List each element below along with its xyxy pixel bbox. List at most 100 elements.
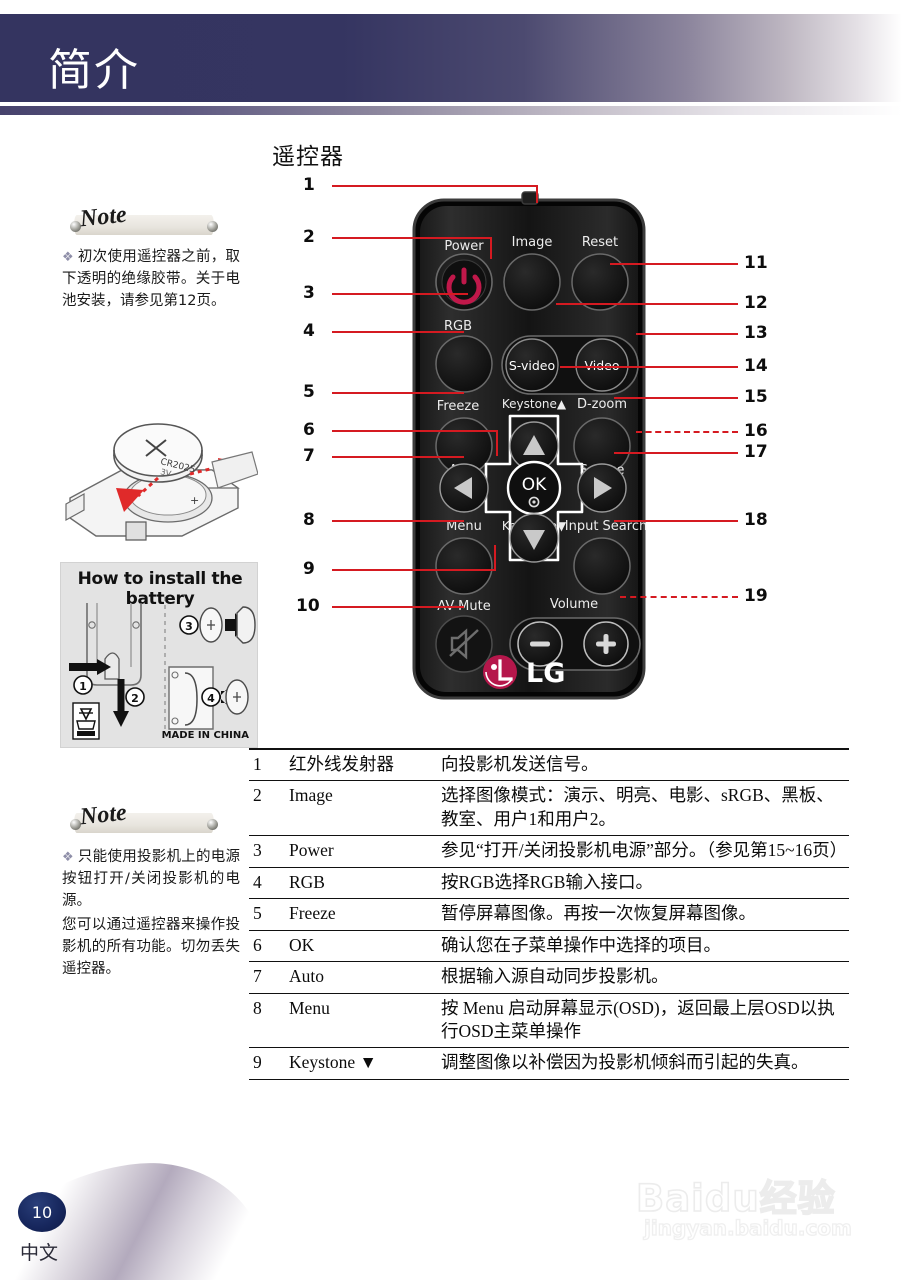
callout-8: 8 [303, 510, 315, 530]
leader-line-13 [636, 333, 738, 335]
table-body: 1 红外线发射器 向投影机发送信号。 2 Image 选择图像模式：演示、明亮、… [249, 748, 849, 1080]
note-text-1: ❖初次使用遥控器之前，取下透明的绝缘胶带。关于电池安装，请参见第12页。 [62, 246, 240, 312]
label-video: Video [584, 358, 619, 373]
leader-line-18 [614, 520, 738, 522]
leader-line-17 [614, 452, 738, 454]
note-badge-2: Note [66, 799, 226, 836]
table-row: 6 OK 确认您在子菜单操作中选择的项目。 [249, 930, 849, 963]
row-description: 确认您在子菜单操作中选择的项目。 [441, 930, 849, 963]
callout-5: 5 [303, 382, 315, 402]
leader-line-1 [332, 185, 538, 187]
leader-line-2-vert [490, 237, 492, 259]
row-name: RGB [289, 867, 441, 900]
howto-step-1: 1 [79, 680, 87, 693]
volume-minus-icon [530, 641, 550, 647]
callout-13: 13 [744, 323, 768, 343]
label-rgb: RGB [444, 319, 472, 334]
callout-15: 15 [744, 387, 768, 407]
leader-line-10 [332, 606, 464, 608]
leader-line-1-vert [536, 185, 538, 203]
callout-1: 1 [303, 175, 315, 195]
label-freeze: Freeze [437, 399, 479, 414]
row-name: Power [289, 835, 441, 868]
leader-line-6 [332, 430, 498, 432]
note-label-1: Note [78, 201, 128, 233]
callout-6: 6 [303, 420, 315, 440]
battery-install-diagram: How to install the battery 1 2 [60, 562, 258, 748]
row-description: 向投影机发送信号。 [441, 748, 849, 782]
row-number: 9 [249, 1047, 289, 1080]
label-av-mute: AV-Mute [437, 599, 490, 614]
row-description: 暂停屏幕图像。再按一次恢复屏幕图像。 [441, 898, 849, 931]
nav-left-arrow [454, 477, 472, 499]
nav-right-arrow [594, 477, 612, 499]
note-paragraph: 您可以通过遥控器来操作投影机的所有功能。切勿丢失遥控器。 [62, 917, 240, 978]
language-label: 中文 [20, 1242, 59, 1264]
header-underbar [0, 106, 902, 115]
label-menu: Menu [446, 519, 482, 534]
row-description: 参见“打开/关闭投影机电源”部分。（参见第15~16页） [441, 835, 849, 868]
leader-line-4 [332, 331, 464, 333]
battery-voltage-label: 3V [160, 467, 173, 478]
callout-14: 14 [744, 356, 768, 376]
note-bullet-icon-2: ❖ [62, 850, 74, 865]
callout-12: 12 [744, 293, 768, 313]
label-power: Power [444, 239, 484, 254]
battery-insert-illustration: + CR2025 3V [62, 412, 259, 552]
row-number: 7 [249, 961, 289, 994]
note-badge-1: Note [66, 201, 226, 238]
table-row: 8 Menu 按 Menu 启动屏幕显示(OSD)，返回最上层OSD以执行OSD… [249, 993, 849, 1049]
remote-control-illustration: Power Image Reset RGB S-video Video Free… [398, 178, 688, 723]
callout-2: 2 [303, 227, 315, 247]
leader-line-3 [332, 293, 468, 295]
howto-step-2: 2 [131, 692, 139, 705]
note-paragraph: 初次使用遥控器之前，取下透明的绝缘胶带。关于电池安装，请参见第12页。 [62, 249, 241, 310]
callout-4: 4 [303, 321, 315, 341]
row-number: 5 [249, 898, 289, 931]
leader-line-14 [560, 366, 738, 368]
table-row: 4 RGB 按RGB选择RGB输入接口。 [249, 867, 849, 900]
leader-line-19 [620, 596, 738, 598]
callout-9: 9 [303, 559, 315, 579]
row-description: 根据输入源自动同步投影机。 [441, 961, 849, 994]
remote-function-table: 1 红外线发射器 向投影机发送信号。 2 Image 选择图像模式：演示、明亮、… [249, 748, 849, 1080]
callout-19: 19 [744, 586, 768, 606]
page-number: 10 [18, 1192, 66, 1232]
note-paragraph: 只能使用投影机上的电源按钮打开/关闭投影机的电源。 [62, 849, 241, 910]
note-label-2: Note [78, 799, 128, 831]
table-row: 5 Freeze 暂停屏幕图像。再按一次恢复屏幕图像。 [249, 898, 849, 931]
row-name: Auto [289, 961, 441, 994]
leader-line-5 [332, 392, 464, 394]
label-image: Image [512, 235, 553, 250]
row-name: Keystone ▼ [289, 1047, 441, 1080]
table-row: 3 Power 参见“打开/关闭投影机电源”部分。（参见第15~16页） [249, 835, 849, 868]
callout-17: 17 [744, 442, 768, 462]
section-heading: 遥控器 [272, 144, 344, 170]
table-row: 2 Image 选择图像模式：演示、明亮、电影、sRGB、黑板、教室、用户1和用… [249, 780, 849, 837]
row-number: 8 [249, 993, 289, 1049]
label-svideo: S-video [509, 358, 555, 373]
label-reset: Reset [582, 235, 618, 250]
label-volume: Volume [550, 597, 598, 612]
page-header-banner: 简介 [0, 14, 902, 102]
row-number: 4 [249, 867, 289, 900]
leader-line-2 [332, 237, 492, 239]
table-row: 1 红外线发射器 向投影机发送信号。 [249, 748, 849, 782]
page-title: 简介 [48, 45, 140, 96]
howto-step-4: 4 [207, 692, 215, 705]
lg-wordmark: LG [526, 658, 565, 689]
row-name: Image [289, 780, 441, 837]
table-row: 7 Auto 根据输入源自动同步投影机。 [249, 961, 849, 994]
note-ribbon-icon [70, 215, 218, 235]
callout-7: 7 [303, 446, 315, 466]
volume-plus-icon [603, 634, 609, 654]
leader-line-9-vert [494, 545, 496, 571]
label-keystone-up: Keystone▲ [502, 397, 567, 411]
row-number: 2 [249, 780, 289, 837]
callout-11: 11 [744, 253, 768, 273]
leader-line-8 [332, 520, 464, 522]
row-name: Menu [289, 993, 441, 1049]
howto-step-3: 3 [185, 620, 193, 633]
nav-up-arrow [523, 435, 545, 455]
